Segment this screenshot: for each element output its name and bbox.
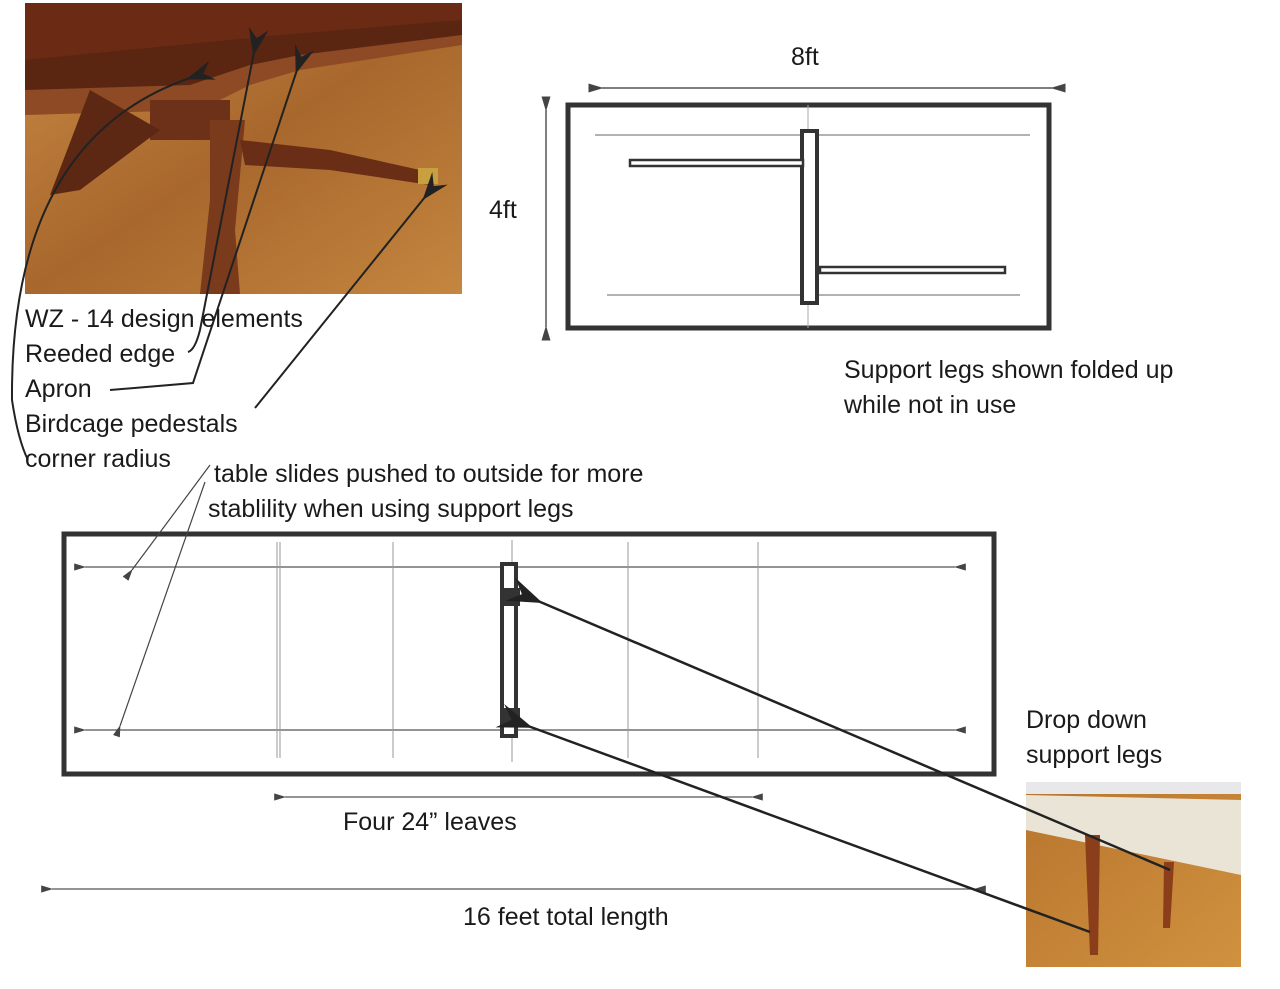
leg-pointer-arrows — [495, 577, 1171, 934]
leg-bracket-bottom — [500, 708, 520, 726]
drop-legs-line1: Drop down — [1026, 706, 1147, 734]
label-reeded-edge: Reeded edge — [25, 340, 176, 368]
design-elements-title: WZ - 14 design elements — [25, 305, 303, 333]
folded-legs-diagram — [541, 83, 1066, 341]
height-label: 4ft — [489, 196, 517, 224]
pedestal-table-photo — [25, 3, 462, 294]
slides-note-line2: stablility when using support legs — [208, 495, 574, 523]
label-corner-radius: corner radius — [25, 445, 171, 473]
label-apron: Apron — [25, 375, 92, 403]
extended-table-diagram — [41, 464, 997, 893]
slides-note-line1: table slides pushed to outside for more — [214, 460, 644, 488]
leaves-label: Four 24” leaves — [343, 808, 517, 836]
leg-bracket-top — [500, 588, 520, 606]
width-label: 8ft — [791, 43, 819, 71]
photo-pointer-lines — [10, 26, 448, 461]
drop-legs-line2: support legs — [1026, 741, 1163, 769]
drop-down-legs-photo — [1026, 782, 1241, 967]
total-length-label: 16 feet total length — [463, 903, 669, 931]
folded-caption-line1: Support legs shown folded up — [844, 356, 1174, 384]
label-birdcage-pedestals: Birdcage pedestals — [25, 410, 238, 438]
folded-caption-line2: while not in use — [844, 391, 1017, 419]
